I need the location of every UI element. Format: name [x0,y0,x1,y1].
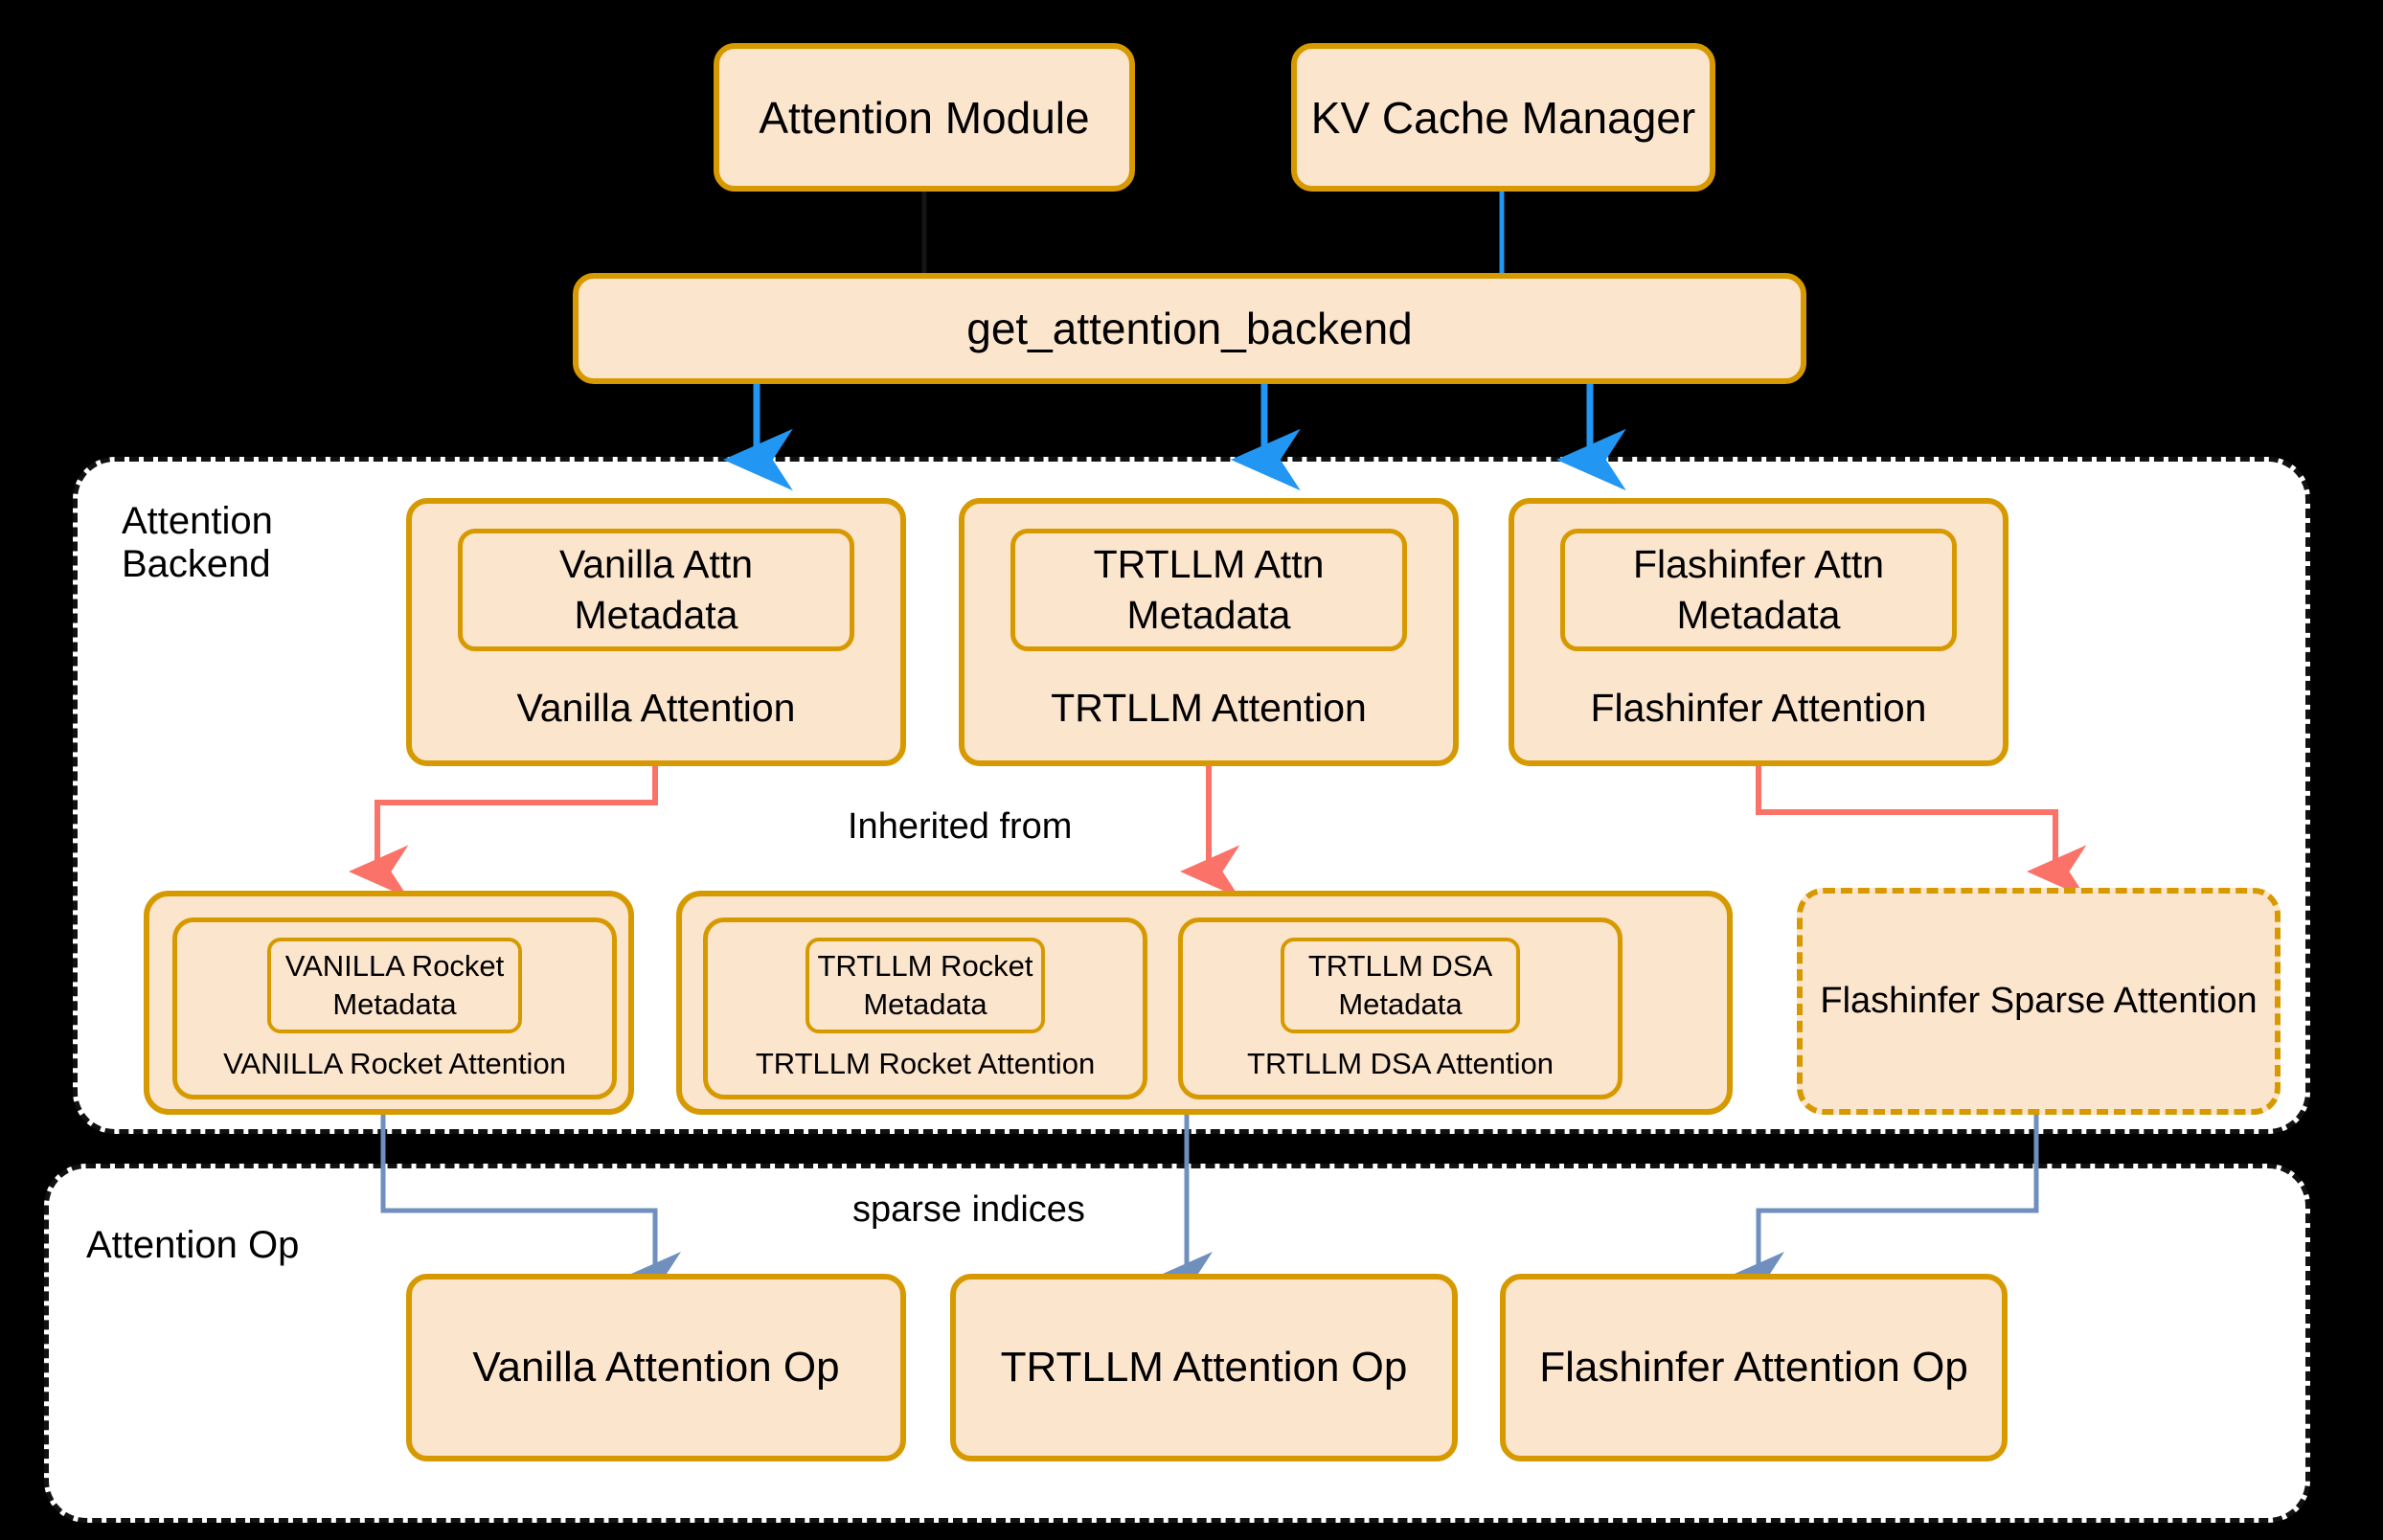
trtllm-attn-metadata-box: TRTLLM Attn Metadata [1010,529,1407,651]
edge-sparse-vanilla [380,1115,681,1297]
edge-sparse-flashinfer [1735,1115,2039,1297]
attention-op-section-label: Attention Op [86,1224,300,1266]
trtllm-rocket-metadata-box: TRTLLM Rocket Metadata [806,938,1045,1033]
vanilla-rocket-metadata-box: VANILLA Rocket Metadata [267,938,522,1033]
vanilla-rocket-attention-node[interactable]: VANILLA Rocket Metadata VANILLA Rocket A… [172,917,617,1099]
flashinfer-attn-metadata-label: Flashinfer Attn Metadata [1632,541,1885,637]
trtllm-rocket-metadata-label: TRTLLM Rocket Metadata [817,948,1033,1021]
trtllm-sparse-group[interactable]: TRTLLM Rocket Metadata TRTLLM Rocket Att… [676,891,1733,1115]
flashinfer-sparse-attention-label: Flashinfer Sparse Attention [1820,981,2258,1021]
vanilla-attn-metadata-label: Vanilla Attn Metadata [558,541,754,637]
trtllm-attention-op-label: TRTLLM Attention Op [1000,1344,1408,1391]
trtllm-attention-op-node[interactable]: TRTLLM Attention Op [950,1274,1458,1461]
trtllm-attention-node[interactable]: TRTLLM Attn Metadata TRTLLM Attention [959,498,1459,766]
trtllm-rocket-attention-caption: TRTLLM Rocket Attention [755,1047,1096,1080]
trtllm-dsa-attention-caption: TRTLLM DSA Attention [1247,1047,1554,1080]
attention-backend-section-label: Attention Backend [122,500,273,585]
trtllm-dsa-metadata-label: TRTLLM DSA Metadata [1307,948,1493,1021]
attention-module-label: Attention Module [759,92,1090,143]
flashinfer-attention-node[interactable]: Flashinfer Attn Metadata Flashinfer Atte… [1509,498,2009,766]
trtllm-attention-caption: TRTLLM Attention [1051,686,1367,730]
edge-inherit-flashinfer [1756,766,2087,898]
inherited-from-label: Inherited from [848,806,1073,847]
flashinfer-attention-op-label: Flashinfer Attention Op [1539,1344,1968,1391]
flashinfer-sparse-attention-node[interactable]: Flashinfer Sparse Attention [1797,888,2281,1115]
get-attention-backend-node[interactable]: get_attention_backend [573,273,1806,384]
edge-inherit-vanilla [349,766,658,898]
vanilla-rocket-attention-caption: VANILLA Rocket Attention [223,1047,566,1080]
vanilla-attention-op-label: Vanilla Attention Op [472,1344,840,1391]
flashinfer-attn-metadata-box: Flashinfer Attn Metadata [1560,529,1957,651]
trtllm-rocket-attention-node[interactable]: TRTLLM Rocket Metadata TRTLLM Rocket Att… [703,917,1147,1099]
attention-module-node[interactable]: Attention Module [714,43,1135,192]
flashinfer-attention-op-node[interactable]: Flashinfer Attention Op [1500,1274,2008,1461]
vanilla-attn-metadata-box: Vanilla Attn Metadata [458,529,854,651]
trtllm-dsa-attention-node[interactable]: TRTLLM DSA Metadata TRTLLM DSA Attention [1178,917,1623,1099]
trtllm-attn-metadata-label: TRTLLM Attn Metadata [1093,541,1325,637]
flashinfer-attention-caption: Flashinfer Attention [1590,686,1927,730]
vanilla-attention-node[interactable]: Vanilla Attn Metadata Vanilla Attention [406,498,906,766]
sparse-indices-label: sparse indices [852,1189,1085,1230]
kv-cache-manager-node[interactable]: KV Cache Manager [1291,43,1715,192]
get-attention-backend-label: get_attention_backend [966,304,1413,353]
vanilla-attention-caption: Vanilla Attention [516,686,796,730]
vanilla-rocket-metadata-label: VANILLA Rocket Metadata [284,948,505,1021]
vanilla-attention-op-node[interactable]: Vanilla Attention Op [406,1274,906,1461]
kv-cache-manager-label: KV Cache Manager [1310,92,1696,143]
trtllm-dsa-metadata-box: TRTLLM DSA Metadata [1281,938,1520,1033]
vanilla-sparse-group[interactable]: VANILLA Rocket Metadata VANILLA Rocket A… [144,891,634,1115]
